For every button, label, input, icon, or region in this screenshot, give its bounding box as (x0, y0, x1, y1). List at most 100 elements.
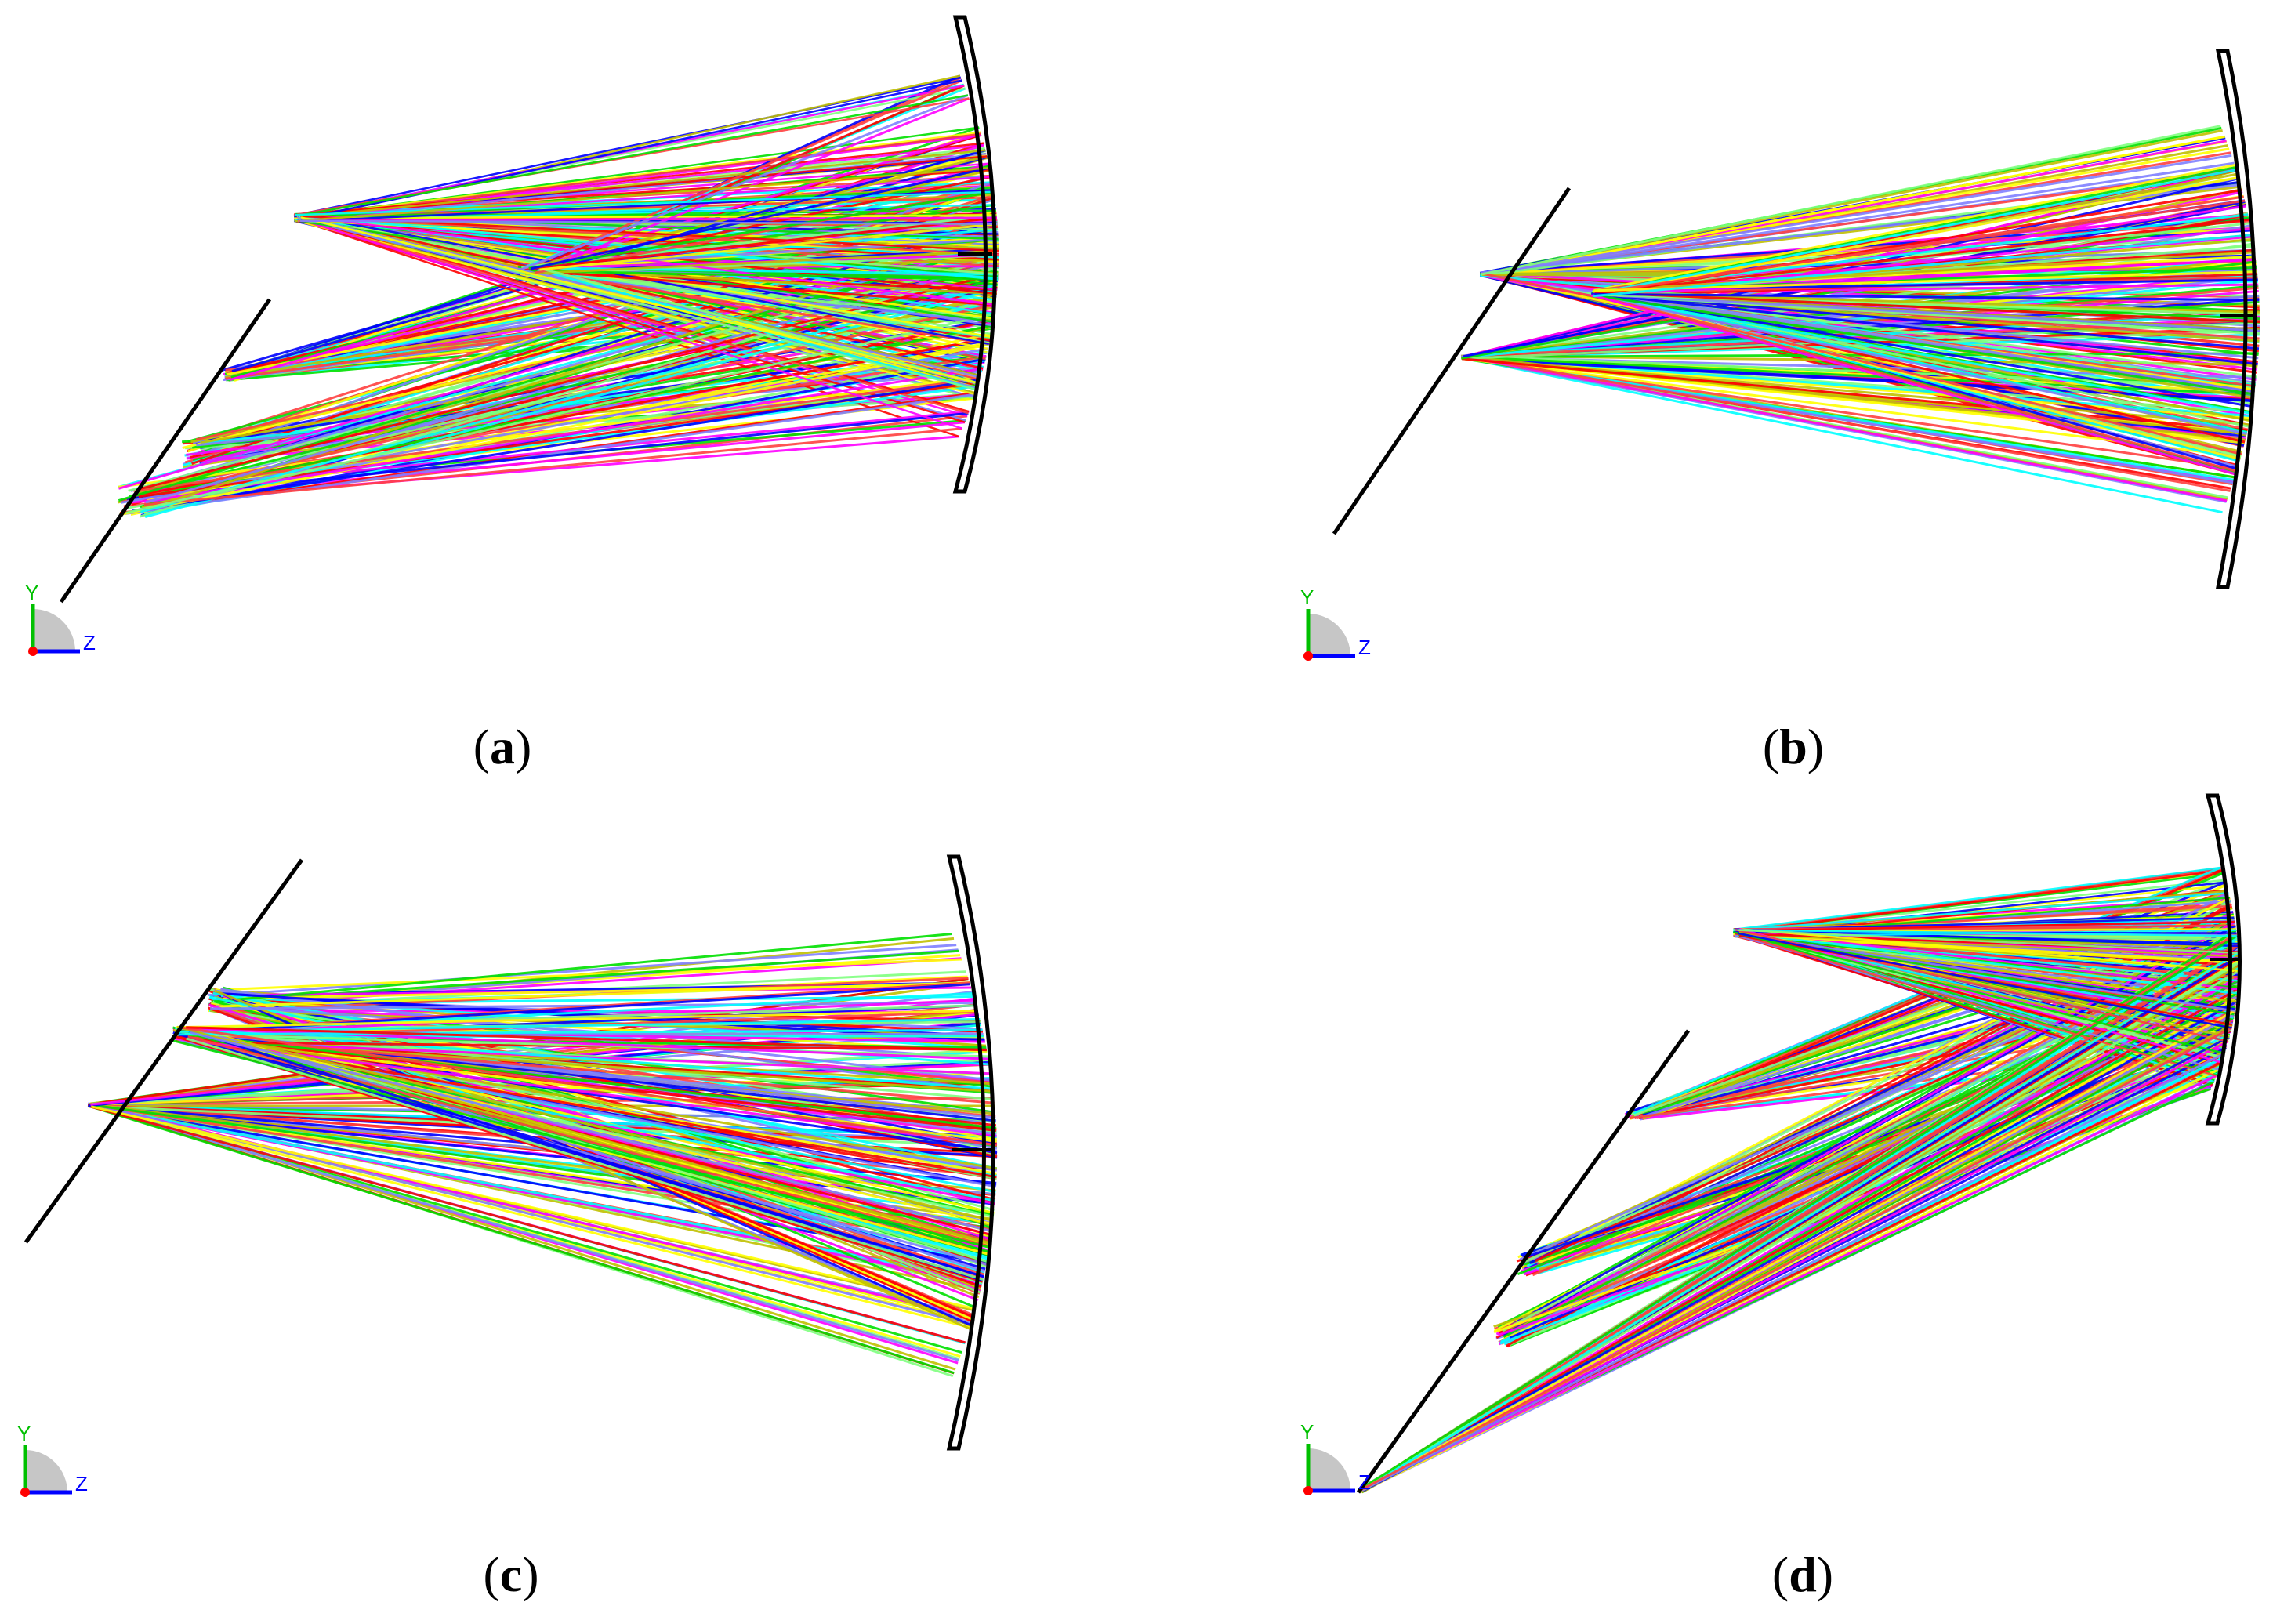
panel-d-incident-ray (1359, 934, 2238, 1491)
panel-b-incident-ray (1482, 154, 2232, 275)
panel-b-incident-ray (1595, 291, 2260, 324)
panel-a-incident-ray (535, 270, 990, 346)
panel-b-incident-ray (1591, 258, 2257, 297)
panel-d-reflected-ray (1738, 866, 2221, 930)
panel-a-incident-ray (530, 166, 990, 270)
panel-b-incident-ray (1594, 251, 2255, 292)
panel-a-reflected-ray (296, 214, 996, 306)
panel-d-incident-ray (1358, 988, 2239, 1492)
panel-b-incident-ray (1462, 357, 2253, 403)
panel-d-incident-ray (1361, 1052, 2225, 1492)
panel-c-incident-ray (179, 1026, 998, 1147)
panel-d-reflected-ray (1740, 933, 2235, 1012)
panel-a-incident-ray (119, 343, 989, 517)
panel-a-label: (a) (473, 719, 532, 774)
panel-a-incident-ray (539, 223, 998, 271)
panel-c-incident-ray (190, 1026, 986, 1273)
panel-d-label: (d) (1772, 1546, 1833, 1602)
panel-d-reflected-ray (1732, 930, 2225, 1055)
panel-c-incident-ray (88, 1104, 971, 1329)
panel-c-label: (c) (483, 1546, 538, 1602)
panel-d-axis-arc (1308, 1448, 1350, 1491)
panel-c-axis-arc (25, 1450, 67, 1492)
panel-b-incident-ray (1481, 135, 2225, 277)
panel-b-incident-ray (1595, 293, 2238, 473)
panel-d-incident-ray (1358, 952, 2239, 1494)
panel-a-fold-mirror (59, 298, 272, 604)
panel-d-incident-ray (1360, 944, 2239, 1492)
panel-b-incident-ray (1593, 195, 2245, 295)
panel-b-axis-origin (1303, 651, 1313, 661)
panel-d-incident-ray (1360, 1027, 2232, 1492)
panel-d-axis-origin (1303, 1486, 1313, 1495)
panel-b-incident-ray (1463, 177, 2239, 358)
panel-b-ray-bundle (1460, 125, 2260, 514)
panel-a-incident-ray (526, 253, 999, 276)
panel-d-axis-y-label: Y (1300, 1420, 1314, 1444)
panel-c-axis-y-label: Y (17, 1422, 31, 1445)
panel-c-incident-ray (223, 958, 962, 991)
panel-b-incident-ray (1461, 354, 2256, 388)
panel-a-reflected-ray (300, 219, 998, 225)
panel-a-incident-ray (538, 149, 986, 275)
panel-b-incident-ray (1597, 293, 2258, 366)
panel-d-reflected-ray (1735, 892, 2229, 931)
panel-b-incident-ray (1594, 169, 2237, 295)
panel-c-incident-ray (89, 1102, 994, 1220)
panel-c-axis-z-label: Z (75, 1472, 88, 1495)
panel-b-incident-ray (1481, 125, 2221, 276)
panel-d-reflected-ray (1736, 869, 2222, 933)
panel-c-ray-bundle (87, 933, 998, 1378)
panel-b-incident-ray (1461, 357, 2248, 432)
panel-c-incident-ray (89, 1105, 966, 1344)
panel-a-reflected-ray (297, 94, 969, 217)
panel-b-incident-ray (1593, 270, 2257, 292)
panel-a-incident-ray (143, 427, 962, 506)
panel-c: Y Z (c) (17, 854, 998, 1602)
panel-c-incident-ray (184, 1032, 988, 1058)
panel-a-incident-ray (520, 270, 999, 281)
panel-b-incident-ray (1481, 161, 2235, 276)
panel-c-incident-ray (186, 1026, 987, 1052)
panel-d-reflected-ray (1733, 933, 2239, 963)
panel-a-axis-arc (33, 609, 75, 651)
panel-d-primary-mirror (2205, 793, 2242, 1126)
panel-b-axis-arc (1308, 614, 1350, 656)
panel-a-incident-ray (133, 377, 981, 492)
panel-c-incident-ray (211, 933, 952, 1003)
panel-a-reflected-ray (300, 216, 979, 385)
panel-c-incident-ray (188, 1033, 997, 1129)
panel-a-axis-triad: Y Z (25, 581, 96, 656)
panel-b-incident-ray (1461, 356, 2223, 514)
panel-c-incident-ray (89, 1104, 959, 1362)
panel-c-fold-mirror (24, 858, 304, 1244)
panel-b-incident-ray (1461, 357, 2250, 420)
panel-a-incident-ray (534, 216, 998, 270)
panel-b-axis-z-label: Z (1358, 636, 1371, 659)
panel-b-incident-ray (1463, 355, 2228, 502)
panel-a-reflected-ray (296, 217, 963, 430)
panel-d-axis-triad: Y Z (1300, 1420, 1371, 1495)
panel-c-incident-ray (186, 1037, 984, 1281)
panel-a-incident-ray (125, 312, 995, 514)
panel-a-primary-mirror (952, 15, 997, 494)
panel-b-incident-ray (1593, 234, 2253, 298)
panel-c-incident-ray (172, 1037, 998, 1147)
panel-d-fold-mirror (1356, 1029, 1691, 1494)
panel-a-incident-ray (124, 421, 966, 502)
panel-a-reflected-ray (295, 219, 976, 396)
panel-a-reflected-ray (295, 220, 999, 261)
panel-a-incident-ray (524, 249, 999, 275)
panel-b-fold-mirror (1332, 187, 1572, 535)
panel-d-reflected-ray (1738, 932, 2232, 1029)
panel-c-incident-ray (92, 1104, 984, 1281)
panel-c-incident-ray (216, 944, 957, 997)
panel-a-reflected-ray (295, 218, 977, 394)
panel-a-incident-ray (519, 268, 996, 306)
panel-a-axis-origin (28, 647, 38, 656)
panel-b-label: (b) (1763, 719, 1824, 774)
panel-c-incident-ray (176, 1010, 978, 1029)
panel-d-reflected-ray (1735, 932, 2217, 1077)
panel-a-incident-ray (528, 190, 995, 270)
